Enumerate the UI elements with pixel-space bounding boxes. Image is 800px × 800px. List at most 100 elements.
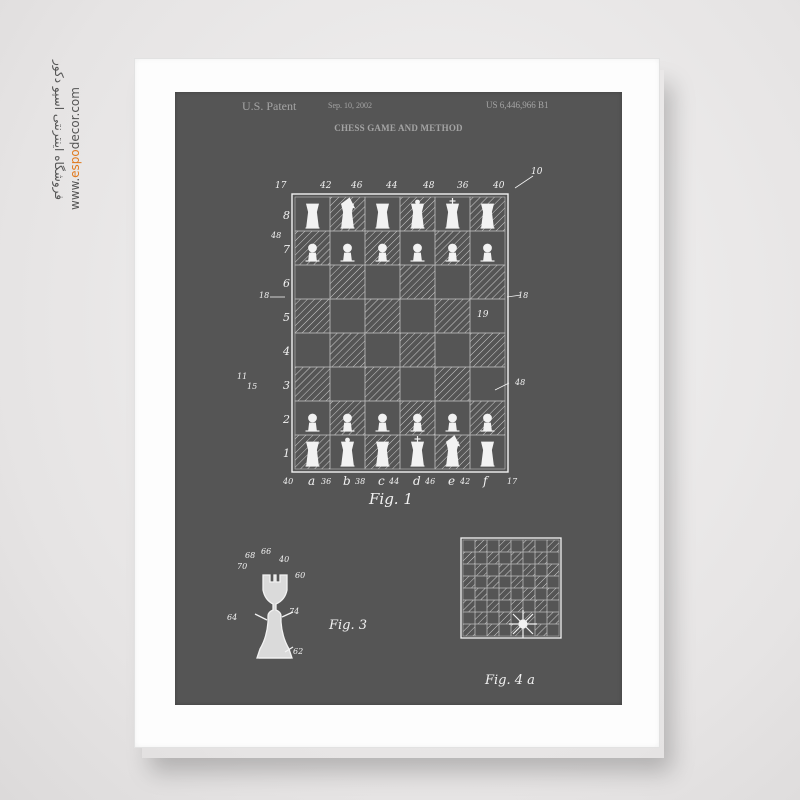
fig4a-square bbox=[475, 612, 487, 624]
ref-numeral: 48 bbox=[270, 231, 281, 240]
ref-numeral: 66 bbox=[261, 547, 271, 556]
watermark-url-suffix: decor.com bbox=[68, 87, 82, 149]
bishop-piece bbox=[481, 204, 495, 228]
ref-numeral: 70 bbox=[237, 562, 247, 571]
ref-numeral: 40 bbox=[282, 477, 293, 486]
ref-numeral: 60 bbox=[295, 571, 305, 580]
ref-numeral: 46 bbox=[350, 181, 363, 191]
ref-numeral: 17 bbox=[507, 477, 518, 486]
rank-label: 3 bbox=[283, 379, 290, 392]
fig4a-square bbox=[487, 552, 499, 564]
watermark-url-prefix: www. bbox=[68, 178, 82, 210]
fig4a-square bbox=[535, 624, 547, 636]
fig4a-square bbox=[463, 576, 475, 588]
ref-numeral: 48 bbox=[514, 378, 525, 387]
fig1-square bbox=[330, 265, 365, 299]
fig1-square bbox=[400, 333, 435, 367]
ref-numeral: 62 bbox=[293, 647, 303, 656]
fig4a-square bbox=[535, 576, 547, 588]
ref-numeral: 19 bbox=[477, 310, 489, 320]
rank-label: 6 bbox=[283, 277, 290, 290]
bishop-piece bbox=[481, 442, 495, 466]
ref-numeral: 44 bbox=[388, 477, 399, 486]
fig1-square bbox=[295, 299, 330, 333]
fig4a-square bbox=[547, 612, 559, 624]
fig1-square bbox=[365, 367, 400, 401]
fig4a-square bbox=[475, 540, 487, 552]
rank-label: 5 bbox=[283, 311, 290, 324]
fig4a-square bbox=[499, 564, 511, 576]
fig4a-square bbox=[499, 612, 511, 624]
rank-label: 2 bbox=[282, 413, 290, 426]
fig1-square bbox=[470, 333, 505, 367]
fig1-square bbox=[295, 367, 330, 401]
file-label: b bbox=[343, 474, 351, 488]
fig4a-square bbox=[463, 624, 475, 636]
fig4a-square bbox=[523, 564, 535, 576]
fig4a-square bbox=[487, 624, 499, 636]
ref-numeral: 42 bbox=[319, 181, 332, 191]
fig4a-square bbox=[547, 540, 559, 552]
fig4a-square bbox=[535, 600, 547, 612]
ref-numeral: 15 bbox=[247, 382, 257, 391]
fig4a-square bbox=[523, 588, 535, 600]
patent-poster: U.S. Patent Sep. 10, 2002 US 6,446,966 B… bbox=[175, 92, 622, 705]
file-label: a bbox=[308, 474, 315, 488]
fig1-square bbox=[435, 299, 470, 333]
ref-numeral: 11 bbox=[237, 372, 247, 381]
fig1-caption: Fig. 1 bbox=[368, 490, 413, 508]
fig4a-square bbox=[523, 540, 535, 552]
ref-numeral: 40 bbox=[492, 181, 505, 191]
fig3-caption: Fig. 3 bbox=[328, 618, 367, 633]
bishop-piece bbox=[376, 442, 390, 466]
rook-piece bbox=[306, 204, 320, 228]
ref-numeral: 17 bbox=[275, 181, 287, 191]
fig1-square bbox=[435, 367, 470, 401]
fig4a-square bbox=[547, 564, 559, 576]
rank-label: 4 bbox=[282, 345, 290, 358]
fig4a-square bbox=[463, 552, 475, 564]
file-label: c bbox=[378, 474, 385, 488]
fig4a-caption: Fig. 4 a bbox=[484, 673, 535, 688]
rook-piece bbox=[306, 442, 320, 466]
watermark: فروشگاه اینترنتی اسپو دکور www.espodecor… bbox=[52, 60, 94, 260]
ref-numeral: 10 bbox=[531, 167, 543, 177]
fig4a-square bbox=[511, 576, 523, 588]
fig4a-square bbox=[499, 540, 511, 552]
fig4a-square bbox=[511, 552, 523, 564]
ref-numeral: 40 bbox=[278, 555, 289, 564]
rank-label: 1 bbox=[283, 447, 290, 460]
watermark-persian: فروشگاه اینترنتی اسپو دکور bbox=[52, 60, 66, 200]
fig4a-square bbox=[499, 588, 511, 600]
fig1-square bbox=[400, 265, 435, 299]
file-label: e bbox=[448, 474, 455, 488]
watermark-url: www.espodecor.com bbox=[68, 60, 82, 210]
ref-numeral: 68 bbox=[245, 551, 255, 560]
fig1-square bbox=[365, 299, 400, 333]
file-label: d bbox=[413, 474, 421, 488]
fig4a-square bbox=[475, 588, 487, 600]
rank-label: 8 bbox=[283, 209, 290, 222]
fig4a-square bbox=[547, 588, 559, 600]
ref-numeral: 46 bbox=[424, 477, 435, 486]
fig4a-square bbox=[463, 600, 475, 612]
ref-numeral: 74 bbox=[289, 607, 299, 616]
ref-numeral: 64 bbox=[227, 613, 237, 622]
fig4a-square bbox=[487, 576, 499, 588]
bishop-piece bbox=[376, 204, 390, 228]
fig4a-square bbox=[475, 564, 487, 576]
ref-numeral: 48 bbox=[422, 181, 435, 191]
ref-numeral: 42 bbox=[459, 477, 470, 486]
fig4a-square bbox=[511, 600, 523, 612]
fig1-square bbox=[470, 265, 505, 299]
watermark-url-brand: espo bbox=[68, 149, 82, 178]
fig1-square bbox=[330, 333, 365, 367]
rank-label: 7 bbox=[283, 243, 290, 256]
ref-numeral: 36 bbox=[321, 477, 331, 486]
fig4a-king-marker bbox=[509, 610, 537, 638]
patent-drawing: 87654321abcdef17424644483640403638444642… bbox=[175, 92, 622, 705]
ref-numeral: 44 bbox=[385, 181, 398, 191]
ref-numeral: 36 bbox=[457, 181, 469, 191]
ref-numeral: 18 bbox=[259, 291, 269, 300]
ref-numeral: 38 bbox=[355, 477, 365, 486]
